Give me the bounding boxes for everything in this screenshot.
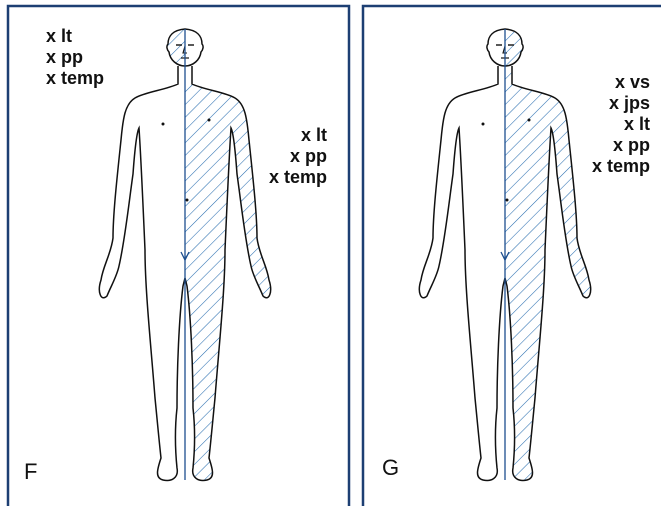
annotation-line: x lt (243, 125, 327, 146)
panel-g-letter: G (382, 456, 399, 480)
panel-f-letter: F (24, 460, 37, 484)
annotation-line: x temp (566, 156, 650, 177)
annotation-line: x pp (46, 47, 104, 68)
annotation-line: x pp (566, 135, 650, 156)
annotation-line: x lt (566, 114, 650, 135)
panel-f-left-annotation: x lt x pp x temp (46, 26, 104, 89)
panel-f-right-annotation: x lt x pp x temp (243, 125, 327, 188)
annotation-line: x lt (46, 26, 104, 47)
panel-f-body (99, 29, 270, 481)
annotation-line: x vs (566, 72, 650, 93)
panel-g-right-annotation: x vs x jps x lt x pp x temp (566, 72, 650, 177)
panel-g-body (419, 29, 590, 481)
annotation-line: x temp (46, 68, 104, 89)
annotation-line: x jps (566, 93, 650, 114)
annotation-line: x pp (243, 146, 327, 167)
annotation-line: x temp (243, 167, 327, 188)
